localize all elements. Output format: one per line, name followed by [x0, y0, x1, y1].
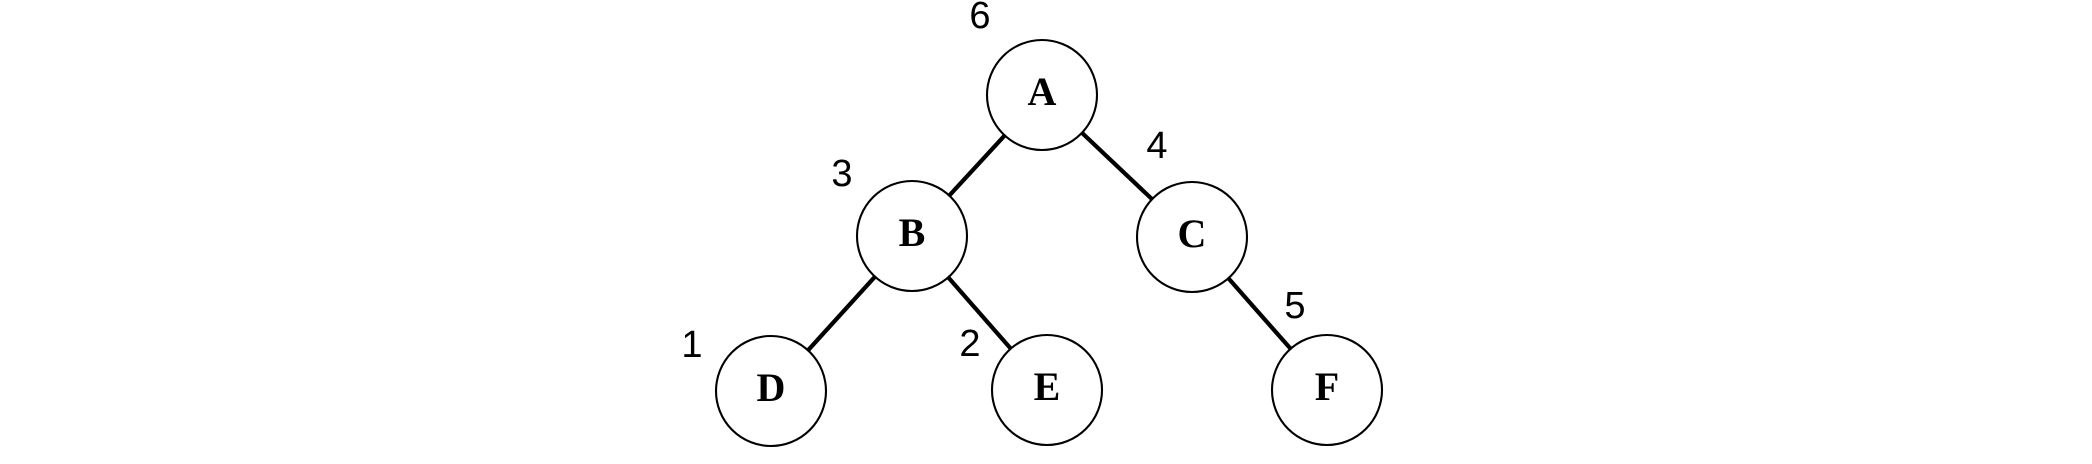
weights-group: 6 3 4 1 2 5: [681, 0, 1305, 366]
node-weight-c: 4: [1146, 125, 1167, 167]
node-label-b: B: [899, 210, 926, 255]
node-weight-d: 1: [681, 324, 702, 366]
nodes-group: A B C D E F: [714, 38, 1384, 448]
node-label-c: C: [1178, 211, 1207, 256]
tree-node-d[interactable]: D: [714, 334, 828, 448]
node-circle-f[interactable]: [1270, 333, 1384, 447]
edges-group: [805, 130, 1293, 353]
node-circle-a[interactable]: [985, 38, 1099, 152]
tree-edge-a-c: [1079, 130, 1155, 202]
node-circle-e[interactable]: [990, 333, 1104, 447]
tree-edge-a-b: [947, 133, 1007, 198]
tree-edge-b-e: [946, 275, 1013, 351]
node-label-e: E: [1034, 364, 1061, 409]
node-weight-a: 6: [969, 0, 990, 37]
node-label-f: F: [1315, 364, 1339, 409]
node-label-d: D: [757, 365, 786, 410]
node-weight-f: 5: [1284, 285, 1305, 327]
tree-edge-b-d: [805, 274, 878, 353]
tree-node-a[interactable]: A: [985, 38, 1099, 152]
node-circle-b[interactable]: [855, 179, 969, 293]
node-circle-c[interactable]: [1135, 180, 1249, 294]
tree-node-c[interactable]: C: [1135, 180, 1249, 294]
tree-node-f[interactable]: F: [1270, 333, 1384, 447]
node-label-a: A: [1028, 69, 1057, 114]
node-weight-b: 3: [831, 153, 852, 195]
tree-node-b[interactable]: B: [855, 179, 969, 293]
node-circle-d[interactable]: [714, 334, 828, 448]
tree-node-e[interactable]: E: [990, 333, 1104, 447]
node-weight-e: 2: [959, 323, 980, 365]
tree-edge-c-f: [1226, 276, 1293, 351]
